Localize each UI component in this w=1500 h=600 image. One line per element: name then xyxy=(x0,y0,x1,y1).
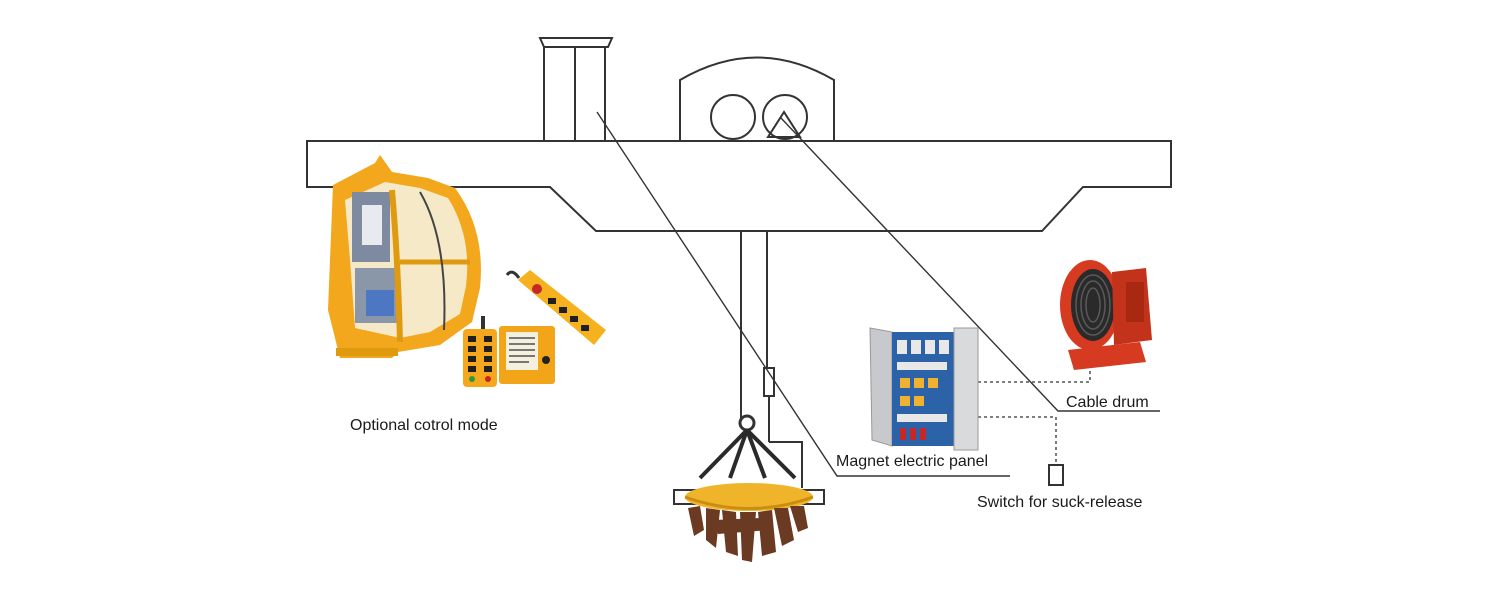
radio-remote-icon xyxy=(463,316,555,387)
control-mode-label: Optional cotrol mode xyxy=(350,417,498,434)
magnet-panel-label: Magnet electric panel xyxy=(836,453,988,470)
operator-cab-icon xyxy=(328,155,481,358)
leader-lines xyxy=(596,111,1160,477)
trolley-motor-outline xyxy=(538,37,614,142)
cable-drum-icon xyxy=(1060,260,1152,370)
pendant-control-icon xyxy=(505,270,606,345)
hoist-housing-outline xyxy=(679,56,835,141)
switch-icon xyxy=(1048,464,1064,486)
lifting-magnet-icon xyxy=(673,414,825,562)
hoist-ropes xyxy=(740,231,803,488)
cable-drum-label: Cable drum xyxy=(1066,394,1149,411)
electric-cabinet-icon xyxy=(869,327,979,451)
switch-label: Switch for suck-release xyxy=(977,494,1142,511)
